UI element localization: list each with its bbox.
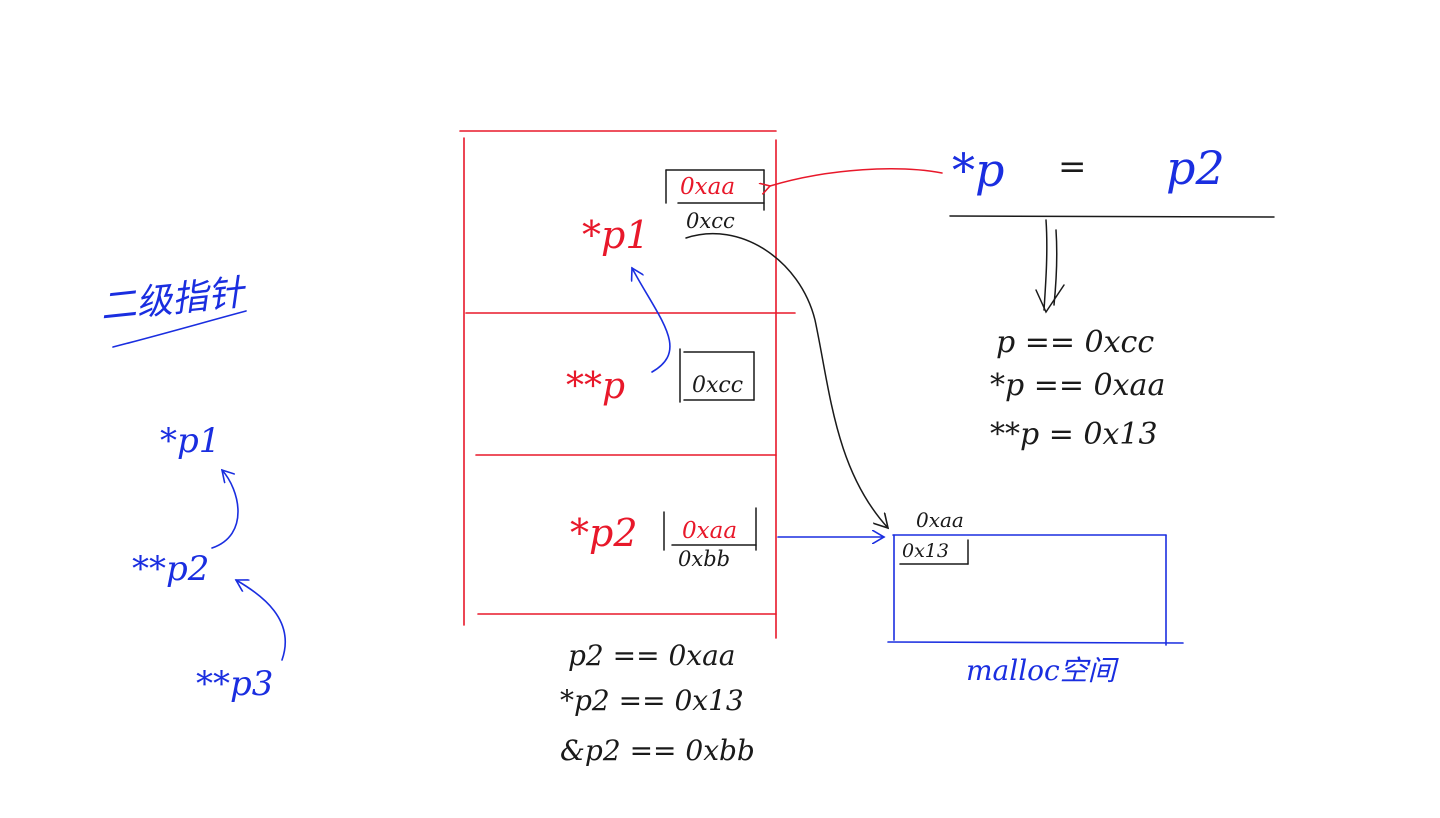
cell-p1-label: *p1 bbox=[582, 213, 650, 257]
result-notes: p == 0xcc *p == 0xaa **p = 0x13 bbox=[990, 325, 1165, 452]
result-deref-p: *p == 0xaa bbox=[990, 368, 1165, 403]
implies-arrow-right bbox=[1053, 229, 1058, 306]
cell-p2-value: 0xaa bbox=[682, 518, 737, 544]
memory-table: *p1 0xaa 0xcc **p 0xcc *p2 0xaa 0xbb bbox=[459, 130, 796, 639]
cell-pp-label: **p bbox=[566, 366, 625, 407]
left-panel: 二级指针 *p1 **p2 **p3 bbox=[98, 272, 287, 704]
arrow-equation-to-p1-value bbox=[770, 168, 943, 186]
heading-double-pointer: 二级指针 bbox=[98, 272, 248, 328]
memory-cell-p2: *p2 0xaa 0xbb bbox=[570, 507, 757, 571]
left-ppp3-label: **p3 bbox=[196, 664, 273, 704]
malloc-bottom-line bbox=[887, 641, 1184, 644]
left-pp2-label: **p2 bbox=[132, 549, 209, 589]
implies-arrow-left bbox=[1043, 219, 1048, 311]
note-p2-deref: *p2 == 0x13 bbox=[560, 684, 744, 717]
note-p2-address: &p2 == 0xbb bbox=[560, 734, 755, 767]
arrow-pp-to-p1 bbox=[632, 268, 671, 373]
malloc-caption: malloc空间 bbox=[966, 654, 1120, 687]
arrow-pp2-to-p1 bbox=[211, 470, 239, 549]
memory-cell-p1: *p1 0xaa 0xcc bbox=[582, 169, 765, 257]
cell-p2-label: *p2 bbox=[570, 511, 638, 555]
memory-cell-pp: **p 0xcc bbox=[566, 348, 755, 407]
equation-eq: = bbox=[1058, 147, 1087, 187]
implies-arrow-head bbox=[1035, 284, 1065, 314]
malloc-address: 0xaa bbox=[916, 508, 964, 532]
equation-rhs: p2 bbox=[1166, 141, 1225, 195]
result-double-deref-p: **p = 0x13 bbox=[990, 417, 1158, 452]
arrow-p1-address-to-malloc bbox=[685, 232, 888, 528]
note-p2-value: p2 == 0xaa bbox=[568, 639, 735, 672]
malloc-block: 0xaa 0x13 malloc空间 bbox=[887, 508, 1184, 687]
cell-pp-value: 0xcc bbox=[692, 373, 743, 398]
heading-underline bbox=[112, 310, 247, 348]
cell-p1-value: 0xaa bbox=[680, 174, 735, 200]
cell-p2-address: 0xbb bbox=[678, 547, 730, 571]
result-p: p == 0xcc bbox=[996, 325, 1154, 360]
below-memory-notes: p2 == 0xaa *p2 == 0x13 &p2 == 0xbb bbox=[560, 639, 755, 767]
left-p1-label: *p1 bbox=[160, 421, 220, 461]
equation-lhs: *p bbox=[952, 143, 1004, 197]
cell-p1-address: 0xcc bbox=[686, 209, 735, 233]
malloc-value: 0x13 bbox=[902, 540, 949, 562]
arrow-ppp3-to-pp2 bbox=[236, 580, 287, 661]
equation-underline bbox=[949, 215, 1275, 218]
assignment-equation: *p = p2 bbox=[949, 141, 1275, 314]
